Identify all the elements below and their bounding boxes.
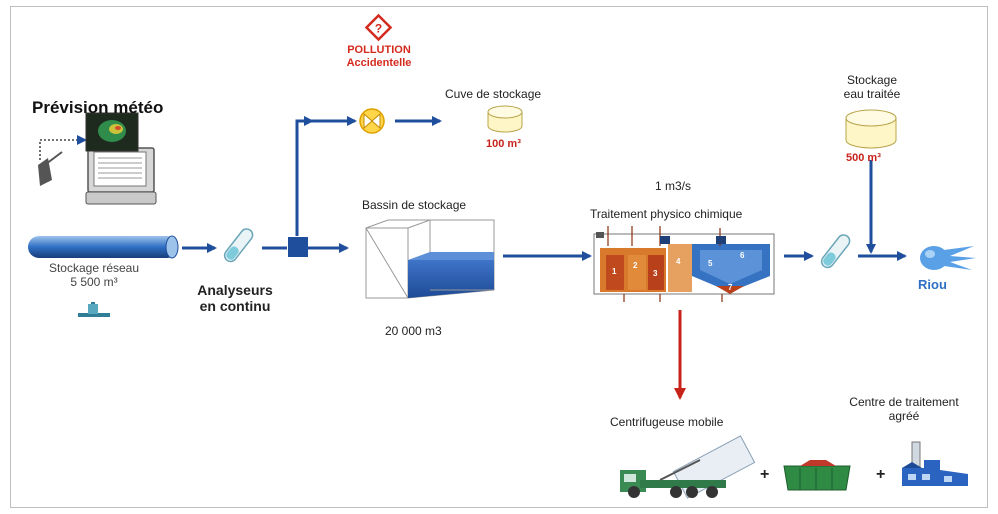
svg-text:3: 3 — [653, 269, 658, 278]
meteo-dotted-arrow — [39, 135, 87, 160]
traitement-flow: 1 m3/s — [655, 179, 692, 193]
stockage-traitee-line2: eau traitée — [843, 86, 901, 101]
plus-sign-1: + — [760, 466, 770, 483]
bassin-label: Bassin de stockage — [362, 198, 467, 212]
stockage-traitee-line1: Stockage — [846, 73, 898, 87]
centre-label: Centre de traitement agréé — [836, 395, 972, 424]
pollution-line1: POLLUTION — [347, 44, 411, 56]
junction-box — [288, 237, 308, 257]
centre-line1: Centre de traitement — [849, 395, 959, 409]
hazard-question-icon: ? — [364, 13, 393, 42]
flow-junction-to-valve — [295, 116, 314, 236]
svg-text:7: 7 — [728, 283, 733, 292]
cuve-label: Cuve de stockage — [445, 87, 542, 101]
pipe-icon — [28, 235, 179, 259]
svg-text:2: 2 — [633, 261, 638, 270]
plus-sign-2: + — [876, 466, 886, 483]
stockage-traitee-label: Stockage eau traitée — [826, 73, 918, 102]
diagram-frame — [10, 6, 988, 508]
analyseurs-label: Analyseurs en continu — [180, 282, 290, 314]
stockage-traitee-volume: 500 m³ — [846, 152, 881, 164]
valve-icon — [359, 108, 385, 134]
cylinder-tank-icon — [487, 105, 523, 133]
analyseurs-line1: Analyseurs — [197, 282, 273, 298]
cuve-volume: 100 m³ — [486, 138, 521, 150]
reseau-name: Stockage réseau — [48, 261, 140, 275]
centrifugeuse-label: Centrifugeuse mobile — [610, 415, 724, 429]
basin-tank-icon — [365, 219, 495, 299]
river-discharge-icon — [920, 246, 976, 270]
pollution-line2: Accidentelle — [346, 56, 412, 69]
riou-label: Riou — [918, 277, 947, 292]
analyseurs-line2: en continu — [199, 298, 271, 315]
svg-text:?: ? — [375, 22, 382, 36]
svg-text:4: 4 — [676, 257, 681, 266]
test-tube-icon-2 — [820, 234, 851, 269]
factory-icon — [902, 441, 968, 486]
traitement-label: Traitement physico chimique — [590, 207, 743, 221]
truck-centrifuge-icon — [620, 435, 756, 499]
svg-text:1: 1 — [612, 267, 617, 276]
meteo-title: Prévision météo — [32, 98, 164, 117]
svg-text:6: 6 — [740, 251, 745, 260]
cylinder-tank-icon-large — [845, 109, 897, 149]
skip-container-icon — [783, 460, 851, 491]
flow-lines — [182, 116, 907, 261]
computer-weather-icon — [85, 112, 157, 205]
svg-text:5: 5 — [708, 259, 713, 268]
treatment-plant-schematic: 1 2 3 4 5 6 7 — [593, 226, 775, 302]
test-tube-icon — [223, 228, 254, 263]
reseau-volume: 5 500 m³ — [70, 274, 118, 289]
satellite-dish-icon — [38, 151, 63, 186]
valve-tap-icon — [78, 302, 110, 317]
bassin-volume: 20 000 m3 — [385, 324, 442, 338]
reseau-label: Stockage réseau 5 500 m³ — [32, 261, 156, 290]
pollution-label: POLLUTION Accidentelle — [340, 44, 418, 69]
centre-line2: agréé — [888, 408, 920, 423]
